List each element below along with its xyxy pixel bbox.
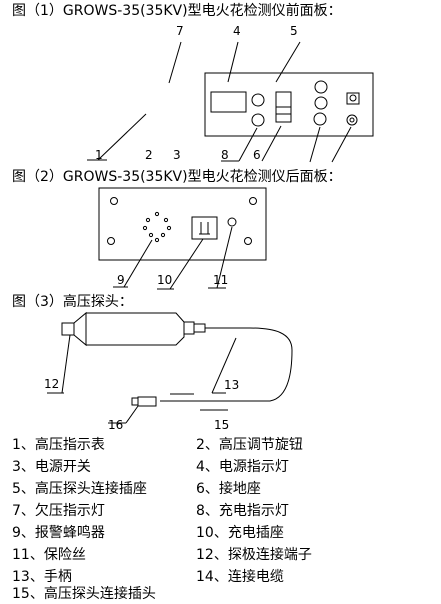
hv-probe bbox=[47, 311, 293, 424]
buzzer-dot bbox=[148, 232, 154, 238]
probe-socket bbox=[346, 92, 360, 105]
legend-item-8: 8、充电指示灯 bbox=[196, 503, 289, 519]
callout-10: 10 bbox=[157, 273, 173, 287]
legend-item-5: 5、高压探头连接插座 bbox=[12, 481, 147, 497]
screw-top-left bbox=[110, 197, 118, 205]
buzzer-dot bbox=[154, 211, 160, 217]
probe-socket-core bbox=[349, 94, 357, 102]
callout-12: 12 bbox=[44, 377, 60, 391]
probe-end-plug-collar bbox=[131, 397, 139, 406]
legend-item-3: 3、电源开关 bbox=[12, 459, 91, 475]
meter-display bbox=[210, 91, 247, 113]
leader-1 bbox=[97, 113, 147, 161]
legend-item-11: 11、保险丝 bbox=[12, 547, 86, 563]
leader-13 bbox=[211, 337, 237, 394]
leader-11 bbox=[216, 226, 233, 289]
probe-tip-cone bbox=[73, 311, 87, 347]
probe-cable bbox=[160, 327, 293, 402]
callout-1: 1 bbox=[95, 148, 103, 162]
screw-top-right bbox=[249, 197, 257, 205]
knob-lower-left bbox=[251, 113, 265, 127]
callout-9: 9 bbox=[117, 273, 125, 287]
caption-probe: 图（3）高压探头： bbox=[12, 294, 133, 310]
screw-bottom-left bbox=[107, 237, 115, 245]
leader-5 bbox=[275, 41, 301, 83]
probe-tip-terminal bbox=[61, 322, 75, 336]
buzzer-dot bbox=[163, 217, 169, 223]
callout-16: 16 bbox=[108, 418, 124, 432]
leader-7 bbox=[168, 41, 182, 84]
buzzer-dot bbox=[154, 237, 160, 243]
legend-item-7: 7、欠压指示灯 bbox=[12, 503, 105, 519]
legend-item-10: 10、充电插座 bbox=[196, 525, 284, 541]
leader-16 bbox=[125, 405, 139, 424]
probe-connector-plug bbox=[193, 323, 206, 333]
front-panel bbox=[87, 41, 374, 163]
caption-front-panel: 图（1）GROWS-35(35KV)型电火花检测仪前面板： bbox=[12, 3, 342, 19]
callout-8: 8 bbox=[221, 148, 229, 162]
legend-item-4: 4、电源指示灯 bbox=[196, 459, 289, 475]
callout-6: 6 bbox=[253, 148, 261, 162]
ground-post bbox=[346, 114, 358, 126]
knob-upper-left bbox=[251, 93, 265, 107]
legend-item-2: 2、高压调节旋钮 bbox=[196, 437, 303, 453]
leader-9 bbox=[123, 239, 153, 288]
legend-item-15: 15、高压探头连接插头 bbox=[12, 586, 156, 602]
leader-4 bbox=[227, 41, 239, 83]
screw-bottom-right bbox=[244, 237, 252, 245]
callout-2: 2 bbox=[145, 148, 153, 162]
rear-panel-outline bbox=[98, 187, 267, 261]
fuse-holder bbox=[227, 217, 237, 227]
probe-handle-body bbox=[86, 312, 185, 346]
callout-4: 4 bbox=[233, 24, 241, 38]
probe-end-plug bbox=[137, 396, 157, 407]
indicator-light-2 bbox=[314, 96, 328, 110]
callout-3: 3 bbox=[173, 148, 181, 162]
front-panel-outline bbox=[204, 72, 374, 137]
legend-item-6: 6、接地座 bbox=[196, 481, 261, 497]
legend-item-14: 14、连接电缆 bbox=[196, 569, 284, 585]
leader-6 bbox=[261, 125, 282, 162]
leader-12 bbox=[61, 334, 71, 394]
callout-11: 11 bbox=[213, 273, 229, 287]
callout-13: 13 bbox=[224, 378, 240, 392]
leader-right-2 bbox=[331, 126, 352, 163]
callout-7: 7 bbox=[176, 24, 184, 38]
ground-post-core bbox=[349, 117, 355, 123]
legend-item-12: 12、探极连接端子 bbox=[196, 547, 312, 563]
buzzer-dot bbox=[145, 217, 151, 223]
charge-socket bbox=[191, 216, 218, 240]
callout-5: 5 bbox=[290, 24, 298, 38]
buzzer-dot bbox=[142, 225, 148, 231]
legend-item-13: 13、手柄 bbox=[12, 569, 72, 585]
legend-item-9: 9、报警蜂鸣器 bbox=[12, 525, 105, 541]
rear-panel bbox=[98, 187, 267, 290]
callout-15: 15 bbox=[214, 418, 230, 432]
indicator-light-1 bbox=[314, 80, 328, 94]
leader-8b bbox=[238, 127, 258, 162]
buzzer-dot bbox=[166, 225, 172, 231]
leader-10 bbox=[169, 238, 204, 290]
probe-connector-collar bbox=[183, 321, 195, 335]
caption-rear-panel: 图（2）GROWS-35(35KV)型电火花检测仪后面板： bbox=[12, 169, 342, 185]
legend-item-1: 1、高压指示表 bbox=[12, 437, 105, 453]
indicator-light-3 bbox=[313, 112, 327, 126]
leader-right-1 bbox=[309, 126, 321, 163]
buzzer-dot bbox=[160, 232, 166, 238]
